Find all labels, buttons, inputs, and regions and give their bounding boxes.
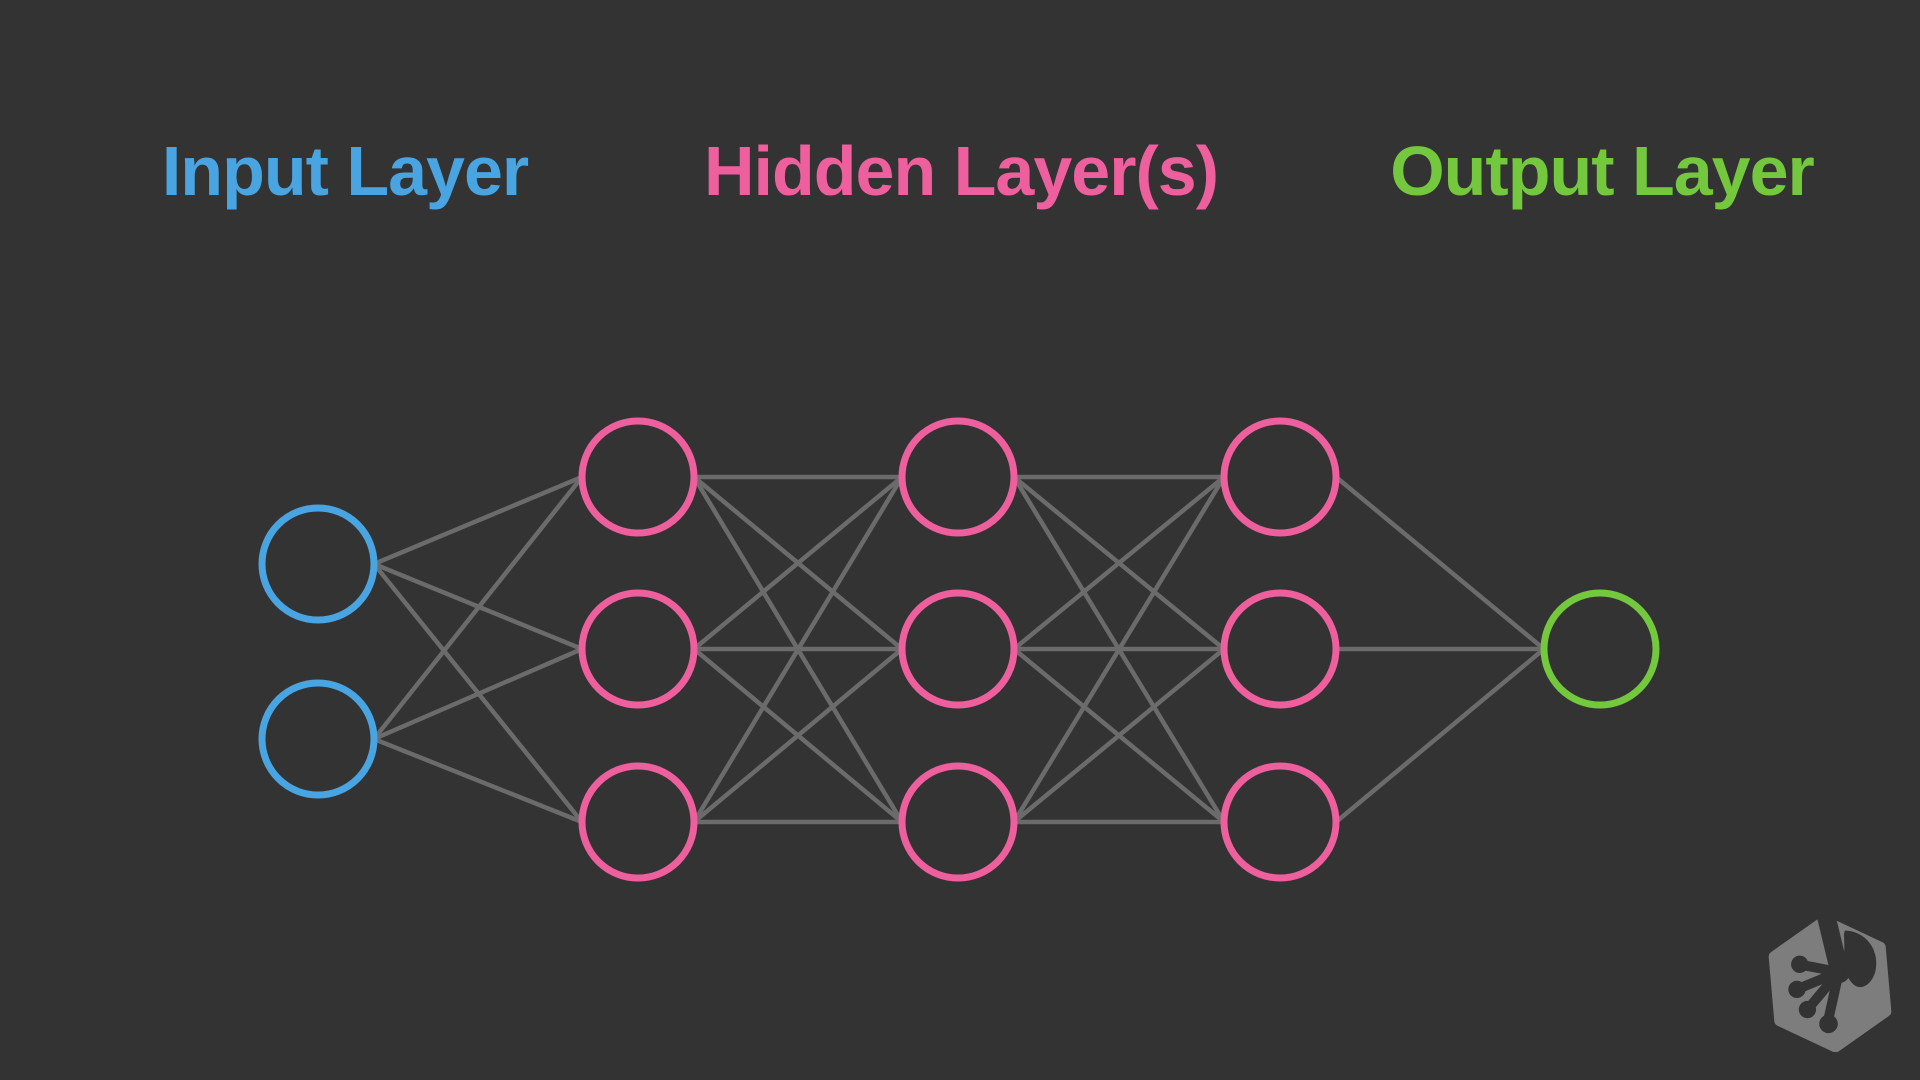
hidden-3-node <box>1220 417 1340 537</box>
hidden-3-node <box>1220 589 1340 709</box>
hidden-2-node <box>898 417 1018 537</box>
connection-line-input-to-hidden-1 <box>373 736 583 825</box>
hidden-1-node <box>578 762 698 882</box>
connection-line-hidden-2-to-hidden-3 <box>1012 475 1226 824</box>
hidden-2-node <box>898 589 1018 709</box>
treehouse-logo-icon <box>1768 916 1892 1052</box>
connection-line-input-to-hidden-1 <box>373 646 583 742</box>
logo-frog-footprint <box>1788 916 1877 1034</box>
connection-line-input-to-hidden-1 <box>373 474 583 567</box>
hidden-1-node <box>578 417 698 537</box>
hidden-2-node <box>898 762 1018 882</box>
input-node <box>258 504 378 624</box>
input-node <box>258 679 378 799</box>
connection-line-hidden-1-to-hidden-2 <box>692 647 904 824</box>
connection-lines <box>372 474 1546 825</box>
hidden-3-node <box>1220 762 1340 882</box>
connection-line-hidden-2-to-hidden-3 <box>1012 475 1226 651</box>
connection-line-input-to-hidden-1 <box>372 475 584 741</box>
output-layer-title: Output Layer <box>1390 132 1815 210</box>
connection-line-hidden-1-to-hidden-2 <box>692 475 904 651</box>
output-node <box>1540 589 1660 709</box>
connection-line-hidden-3-to-output <box>1334 475 1546 651</box>
network-nodes <box>258 417 1660 882</box>
connection-line-hidden-2-to-hidden-3 <box>1012 647 1226 824</box>
hidden-1-node <box>578 589 698 709</box>
hidden-layer-title: Hidden Layer(s) <box>704 132 1219 210</box>
connection-line-hidden-3-to-output <box>1334 647 1546 824</box>
input-layer-title: Input Layer <box>161 132 529 210</box>
connection-line-hidden-1-to-hidden-2 <box>692 475 904 824</box>
